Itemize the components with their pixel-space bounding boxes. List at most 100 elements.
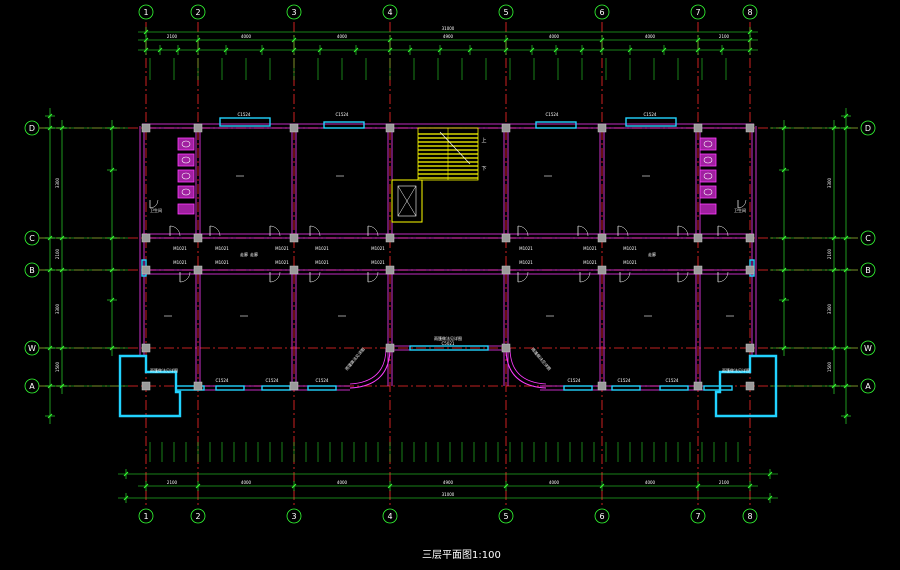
- door-top-swing: [209, 225, 221, 237]
- door-label: M1021: [173, 246, 187, 251]
- toilet-stall: [699, 169, 717, 183]
- dim-right-inner-slash: [781, 297, 787, 303]
- axis-bubble-bottom-label: 6: [599, 512, 604, 521]
- dim-top-detail-slash: [467, 47, 473, 53]
- column: [745, 343, 755, 353]
- axis-bubble-left-circle: [24, 378, 40, 394]
- axis-bubble-top-label: 6: [599, 8, 604, 17]
- stairwell: 上下: [391, 127, 487, 223]
- toilet-stall: [177, 137, 195, 151]
- column: [501, 265, 511, 275]
- toilet-label-right: 卫生间: [734, 207, 746, 213]
- window-top-label: C1524: [546, 112, 559, 117]
- dim-top-detail-slash: [553, 47, 559, 53]
- dim-bottom-bays-slash: [747, 483, 753, 489]
- axis-bubble-right-circle: [860, 340, 876, 356]
- dim-top-detail-slash: [579, 47, 585, 53]
- axis-bubble-left-circle: [24, 120, 40, 136]
- column: [385, 123, 395, 133]
- entrance-curve-left-inner: [349, 347, 387, 385]
- axis-bubble-bottom-label: 1: [143, 512, 148, 521]
- window-top-label: C1524: [644, 112, 657, 117]
- axis-bubble-bottom-circle: [742, 508, 758, 524]
- dim-top-detail-slash: [747, 47, 753, 53]
- dim-right-spans-label: 3300: [827, 303, 832, 314]
- dim-top-bays-slash: [599, 37, 605, 43]
- dim-left-inner-slash: [109, 167, 115, 173]
- dim-bottom-overall-slash: [767, 495, 773, 501]
- axis-bubble-right-label: B: [865, 266, 871, 275]
- dim-top-bays-label: 4000: [549, 34, 560, 39]
- door-label: M1021: [215, 260, 229, 265]
- dim-bottom-overall-label: 31000: [442, 492, 455, 497]
- dim-top-detail-slash: [223, 47, 229, 53]
- windows: [118, 117, 778, 418]
- note-left: 雨篷做法见详图: [150, 367, 178, 373]
- door-label: M1021: [519, 260, 533, 265]
- door-bottom-swing: [269, 271, 281, 283]
- door-label: M1021: [215, 246, 229, 251]
- column: [193, 233, 203, 243]
- dim-bottom-bays-label: 4000: [645, 480, 656, 485]
- column: [501, 233, 511, 243]
- axis-bubble-left-label: C: [29, 234, 35, 243]
- column: [193, 381, 203, 391]
- column: [693, 265, 703, 275]
- axis-bubble-right-label: D: [865, 124, 871, 133]
- dim-left-inner-slash: [109, 297, 115, 303]
- axis-bubble-left-label: W: [28, 344, 36, 353]
- axis-bubble-left-circle: [24, 340, 40, 356]
- axis-bubble-left-label: A: [29, 382, 35, 391]
- door-toilet-right-swing: [737, 199, 747, 209]
- column: [745, 381, 755, 391]
- window-bottom: [215, 385, 245, 391]
- door-top-swing: [517, 225, 529, 237]
- axis-bubble-top-label: 2: [195, 8, 200, 17]
- axis-bubble-right-label: A: [865, 382, 871, 391]
- dim-top-bays-slash: [503, 37, 509, 43]
- dim-top-detail-slash: [437, 47, 443, 53]
- dim-bottom-bays-slash: [503, 483, 509, 489]
- dim-right-spans-label: 1500: [827, 361, 832, 372]
- dim-top-detail-slash: [719, 47, 725, 53]
- axis-bubble-right-label: C: [865, 234, 871, 243]
- axis-bubble-bottom-label: 8: [747, 512, 752, 521]
- toilet-label-left: 卫生间: [150, 207, 162, 213]
- dim-top-detail-slash: [503, 47, 509, 53]
- window-bottom-label: C1524: [266, 378, 279, 383]
- door-label: M1021: [173, 260, 187, 265]
- toilet-bowl-icon: [181, 172, 191, 180]
- toilet-stall: [699, 153, 717, 167]
- axis-bubble-bottom-circle: [190, 508, 206, 524]
- corridor-label: 走廊: [648, 251, 656, 257]
- dim-top-detail-slash: [599, 47, 605, 53]
- door-bottom-swing: [619, 271, 631, 283]
- door-top-swing: [269, 225, 281, 237]
- toilet-bowl-icon: [181, 140, 191, 148]
- dim-top-bays-label: 4000: [337, 34, 348, 39]
- toilet-stall: [177, 153, 195, 167]
- axis-bubble-right-label: W: [864, 344, 872, 353]
- door-bottom-swing: [517, 271, 529, 283]
- axis-bubble-bottom-circle: [498, 508, 514, 524]
- dim-top-detail-slash: [353, 47, 359, 53]
- dim-bottom-bays-slash: [695, 483, 701, 489]
- toilet-stall: [177, 185, 195, 199]
- door-label: M1021: [275, 260, 289, 265]
- dim-top-bays-slash: [143, 37, 149, 43]
- axis-bubble-bottom-label: 2: [195, 512, 200, 521]
- axis-bubble-right-circle: [860, 378, 876, 394]
- drawing-title: 三层平面图1:100: [422, 550, 501, 561]
- dim-bottom-bays-label: 4000: [549, 480, 560, 485]
- dim-top-detail-slash: [661, 47, 667, 53]
- stair-down-label: 下: [481, 166, 486, 172]
- door-bottom-swing: [717, 271, 729, 283]
- dim-bottom-bays-slash: [143, 483, 149, 489]
- column: [193, 265, 203, 275]
- door-label: M1021: [315, 260, 329, 265]
- dim-top-bays-slash: [695, 37, 701, 43]
- canopy-left: [118, 354, 182, 418]
- window-top-label: C1524: [238, 112, 251, 117]
- toilet-bowl-icon: [703, 172, 713, 180]
